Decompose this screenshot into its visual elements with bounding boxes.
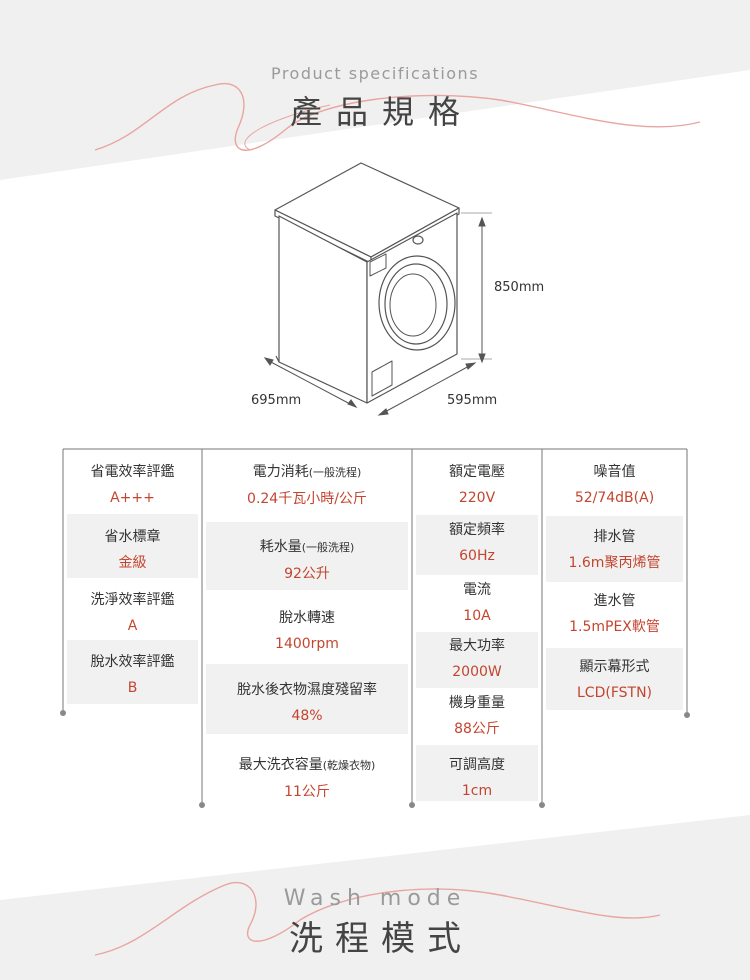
spec-item: 省水標章 金級	[64, 527, 201, 573]
wash-section-title: 洗程模式	[289, 919, 473, 959]
spec-label-row: 耗水量(一般洗程)	[203, 537, 411, 558]
spec-label: 排水管	[593, 529, 636, 545]
dimension-depth-label: 695mm	[251, 393, 302, 408]
spec-label: 脫水後衣物濕度殘留率	[237, 682, 377, 698]
background-band-bottom	[0, 815, 750, 980]
spec-section-header: Product specifications 產品規格	[0, 64, 750, 133]
spec-value: 11公斤	[284, 784, 330, 800]
spec-item: 電流 10A	[413, 580, 541, 626]
spec-value: LCD(FSTN)	[577, 685, 652, 701]
scribble-top	[94, 82, 701, 151]
spec-label: 脫水轉速	[279, 610, 335, 626]
spec-value: 10A	[463, 608, 491, 624]
row-bar	[546, 516, 683, 582]
wash-section-header: Wash mode 洗程模式	[0, 886, 750, 960]
spec-label-row: 電力消耗(一般洗程)	[203, 462, 411, 483]
spec-item: 脫水後衣物濕度殘留率 48%	[203, 680, 411, 726]
spec-value: 88公斤	[454, 721, 500, 737]
spec-value: A	[127, 618, 138, 634]
spec-value: 金級	[118, 555, 147, 571]
spec-value: 52/74dB(A)	[574, 490, 655, 506]
spec-label: 噪音值	[593, 464, 636, 480]
scribble-bottom	[94, 882, 661, 956]
spec-item: 省電效率評鑑 A+++	[64, 462, 201, 508]
spec-item: 進水管 1.5mPEX軟管	[543, 591, 686, 637]
dimension-width-label: 595mm	[447, 393, 498, 408]
row-bar	[546, 648, 683, 710]
spec-item: 額定電壓 220V	[413, 462, 541, 508]
door-outer	[378, 255, 456, 351]
spec-item: 額定頻率 60Hz	[413, 520, 541, 566]
spec-item: 可調高度 1cm	[413, 755, 541, 801]
control-knob	[412, 235, 424, 245]
washing-machine-diagram	[274, 162, 460, 404]
door-glass	[389, 273, 437, 337]
row-bar	[416, 745, 538, 801]
door-ring	[384, 263, 448, 345]
spec-value: B	[127, 680, 138, 696]
spec-label-row: 最大洗衣容量(乾燥衣物)	[203, 755, 411, 776]
spec-item: 最大功率 2000W	[413, 636, 541, 682]
wash-section-subtitle: Wash mode	[283, 886, 467, 911]
row-bar	[67, 514, 198, 578]
spec-label: 電力消耗	[252, 464, 309, 480]
spec-value: 48%	[291, 708, 323, 724]
spec-note: (一般洗程)	[301, 541, 355, 554]
dimension-lines	[263, 212, 492, 416]
spec-value: 1.5mPEX軟管	[569, 619, 660, 635]
dimension-height-label: 850mm	[494, 280, 545, 295]
spec-value: 2000W	[452, 664, 502, 680]
spec-label: 最大洗衣容量	[238, 757, 323, 773]
spec-item: 機身重量 88公斤	[413, 693, 541, 739]
spec-note: (一般洗程)	[308, 466, 362, 479]
spec-label: 機身重量	[449, 695, 505, 711]
spec-table-lines	[60, 448, 690, 808]
spec-value: 92公升	[284, 566, 330, 582]
row-bar	[206, 522, 408, 590]
spec-section-title: 產品規格	[289, 93, 474, 131]
spec-label: 進水管	[593, 593, 636, 609]
spec-label: 電流	[463, 582, 491, 598]
spec-item: 耗水量(一般洗程) 92公升	[203, 537, 411, 584]
spec-label: 洗淨效率評鑑	[90, 592, 175, 608]
spec-value: A+++	[110, 490, 155, 506]
spec-note: (乾燥衣物)	[322, 759, 376, 772]
spec-value: 0.24千瓦小時/公斤	[247, 491, 367, 507]
spec-item: 電力消耗(一般洗程) 0.24千瓦小時/公斤	[203, 462, 411, 509]
row-bar	[416, 632, 538, 688]
spec-label: 脫水效率評鑑	[90, 654, 175, 670]
spec-value: 220V	[458, 490, 496, 506]
spec-label: 最大功率	[449, 638, 505, 654]
row-bar	[416, 515, 538, 575]
spec-value: 1.6m聚丙烯管	[568, 555, 661, 571]
spec-item: 噪音值 52/74dB(A)	[543, 462, 686, 508]
spec-label: 耗水量	[259, 539, 302, 555]
spec-label: 額定電壓	[449, 464, 505, 480]
spec-label: 顯示幕形式	[579, 659, 650, 675]
spec-item: 洗淨效率評鑑 A	[64, 590, 201, 636]
spec-label: 省水標章	[104, 529, 161, 545]
spec-value: 1cm	[461, 783, 493, 799]
spec-item: 脫水轉速 1400rpm	[203, 608, 411, 654]
scribble-top-tail	[244, 104, 331, 151]
spec-item: 顯示幕形式 LCD(FSTN)	[543, 657, 686, 703]
row-bar	[67, 640, 198, 704]
spec-item: 最大洗衣容量(乾燥衣物) 11公斤	[203, 755, 411, 802]
row-bar	[206, 664, 408, 734]
background-band-top	[0, 0, 750, 180]
filter-cover	[371, 360, 393, 397]
spec-item: 脫水效率評鑑 B	[64, 652, 201, 698]
spec-item: 排水管 1.6m聚丙烯管	[543, 527, 686, 573]
spec-value: 60Hz	[459, 548, 495, 564]
spec-section-subtitle: Product specifications	[270, 64, 480, 83]
control-panel	[369, 253, 387, 277]
spec-label: 額定頻率	[449, 522, 505, 538]
spec-label: 省電效率評鑑	[90, 464, 175, 480]
spec-label: 可調高度	[449, 757, 505, 773]
spec-value: 1400rpm	[275, 636, 339, 652]
